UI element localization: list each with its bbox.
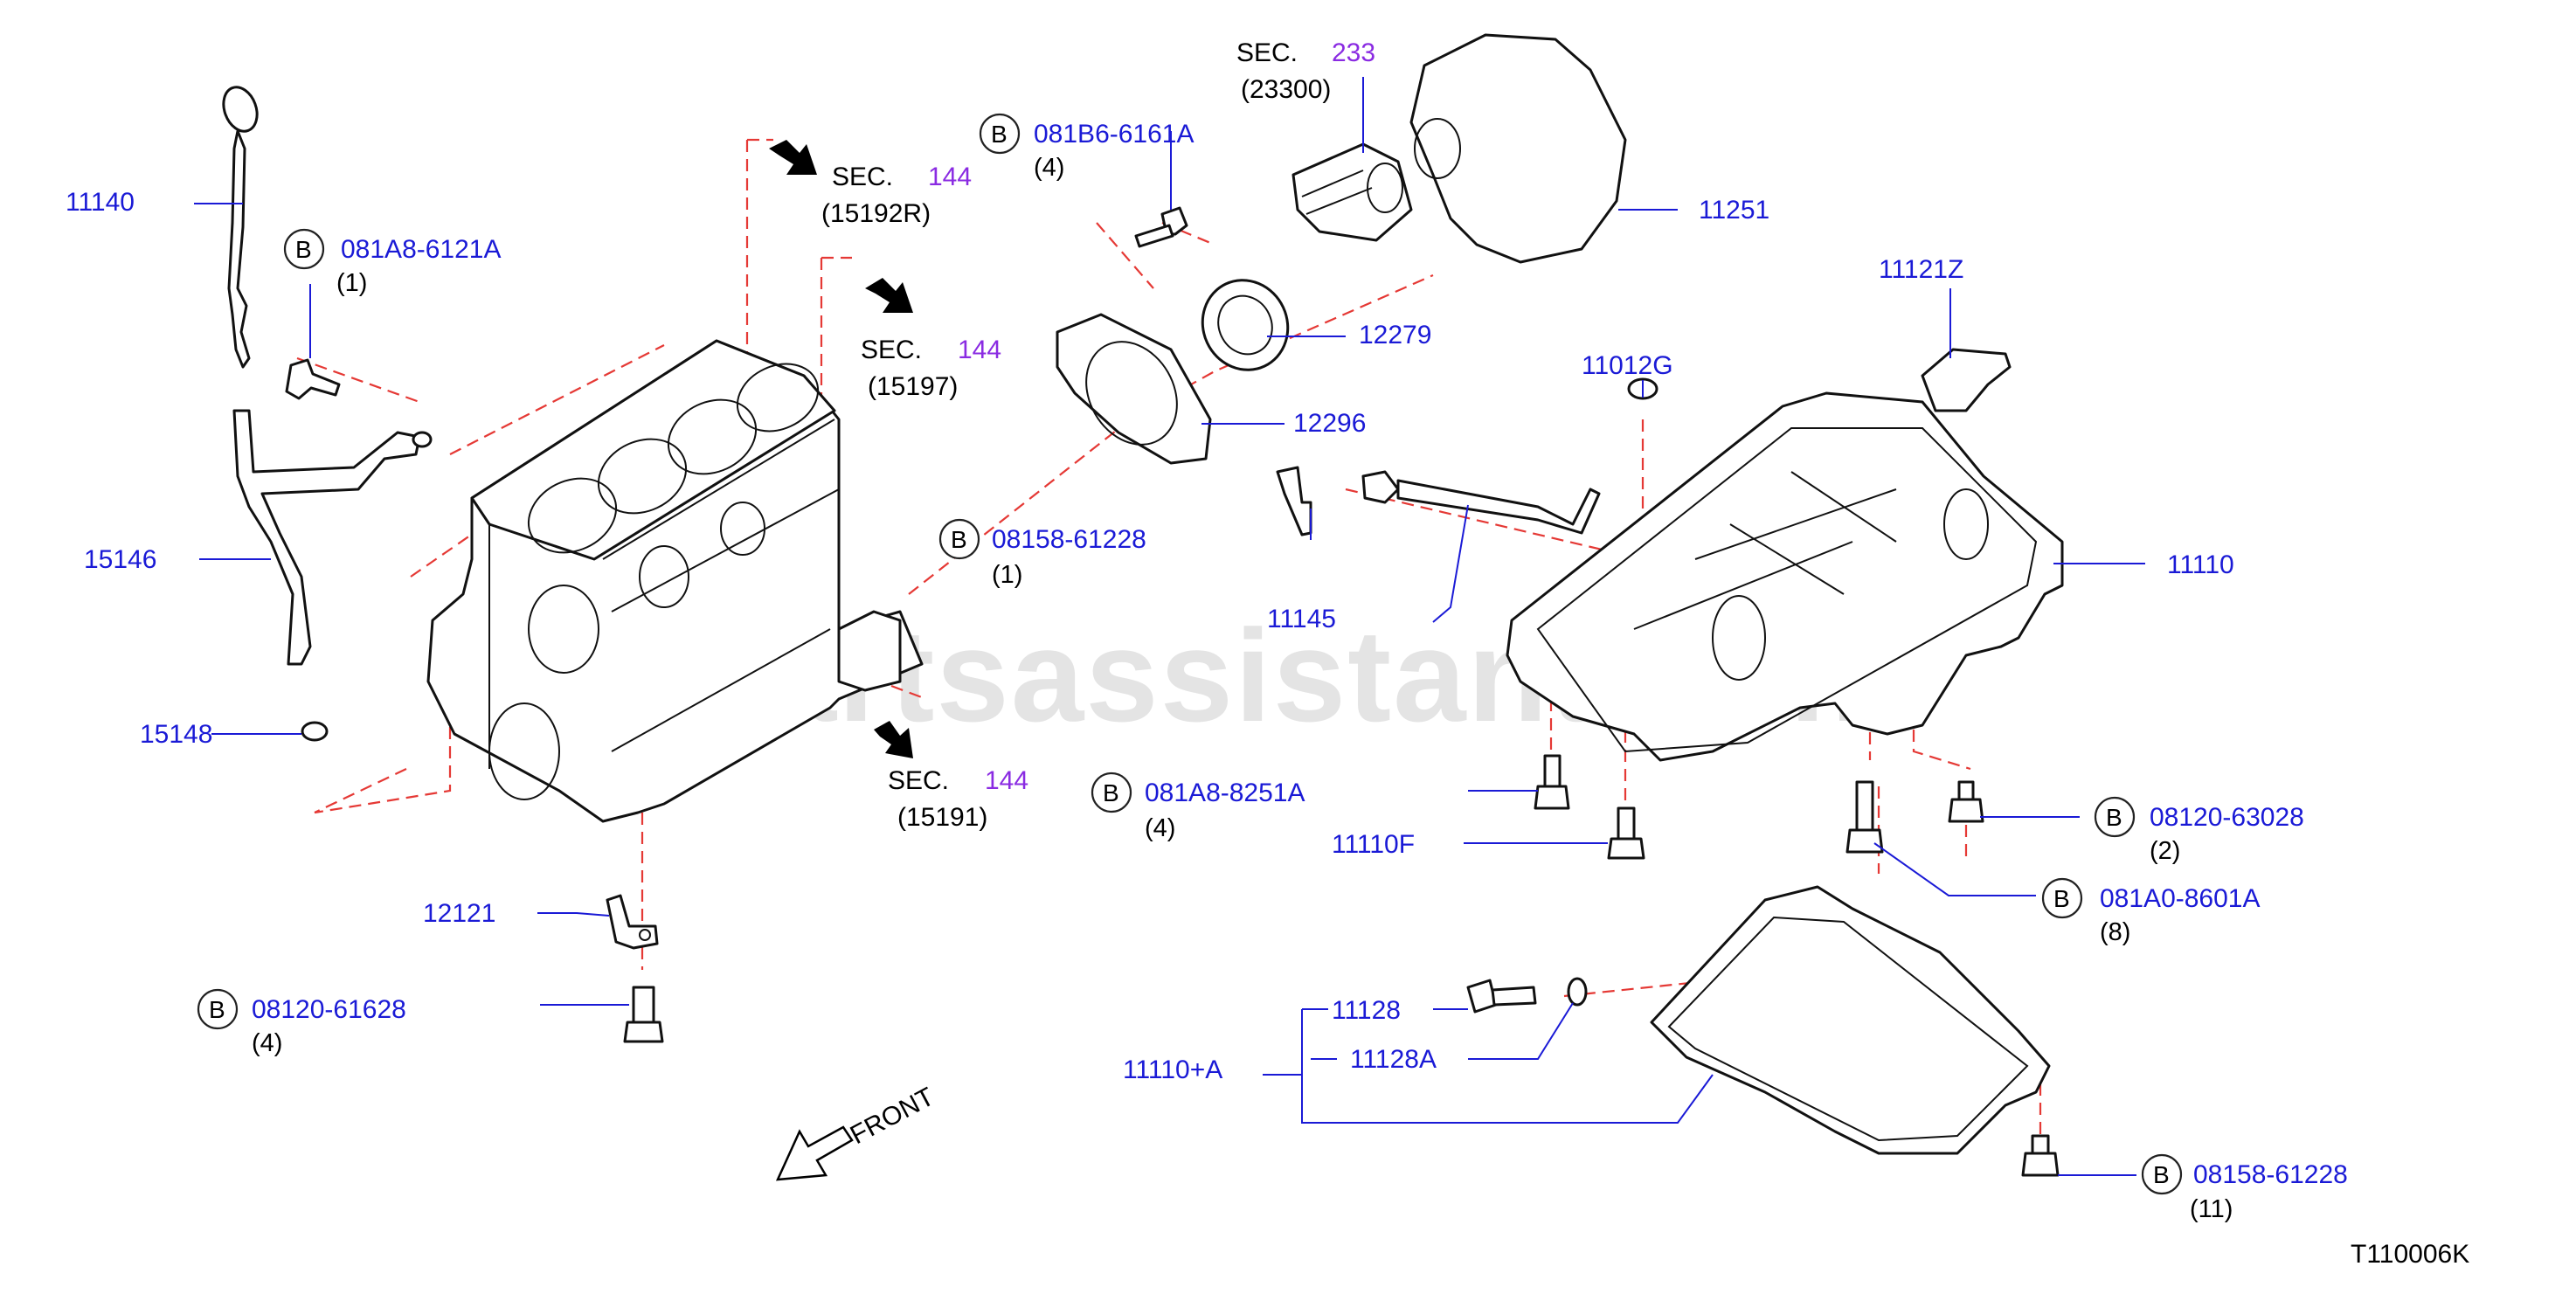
bolt-081A8-8251A: [1534, 754, 1570, 810]
label-11110[interactable]: 11110: [2167, 550, 2234, 579]
svg-text:B: B: [2106, 804, 2122, 831]
svg-text:(2): (2): [2150, 837, 2180, 865]
bolt-11110F: [1607, 806, 1645, 860]
label-11012G[interactable]: 11012G: [1582, 351, 1673, 380]
svg-text:(4): (4): [1145, 814, 1175, 842]
svg-text:081A8-6121A: 081A8-6121A: [341, 235, 502, 264]
front-label: FRONT: [846, 1083, 939, 1151]
bolt-callout-081B6-6161A[interactable]: B 081B6-6161A (4): [979, 113, 1195, 182]
svg-text:(15192R): (15192R): [821, 199, 931, 228]
svg-text:(11): (11): [2190, 1195, 2233, 1223]
svg-text:081B6-6161A: 081B6-6161A: [1034, 120, 1195, 149]
bolt-081B6-6161A: [1134, 206, 1188, 248]
starter-motor: [1291, 142, 1413, 242]
sec-144-arrow-c: [874, 721, 913, 758]
svg-text:08158-61228: 08158-61228: [2193, 1160, 2348, 1189]
bolt-callout-08120-61628[interactable]: B 08120-61628 (4): [197, 988, 406, 1057]
o-ring-15148: [301, 721, 329, 742]
svg-text:B: B: [991, 121, 1008, 148]
oil-pan-upper-11110: [1506, 391, 2064, 762]
svg-text:SEC.: SEC.: [861, 336, 922, 364]
label-11140[interactable]: 11140: [66, 188, 135, 217]
svg-text:SEC.: SEC.: [1236, 38, 1298, 67]
svg-text:B: B: [209, 996, 225, 1023]
svg-text:144: 144: [958, 336, 1001, 364]
svg-text:B: B: [1103, 779, 1119, 806]
svg-text:B: B: [2153, 1161, 2170, 1188]
bolt-081A0-8601A: [1845, 780, 1884, 854]
svg-text:(1): (1): [336, 269, 367, 297]
svg-text:(15191): (15191): [897, 803, 987, 832]
guide-tube-15146: [232, 409, 433, 666]
svg-text:144: 144: [985, 766, 1028, 795]
bolt-08158-61228-pan: [2021, 1134, 2060, 1177]
svg-text:(15197): (15197): [868, 372, 958, 401]
svg-text:08120-63028: 08120-63028: [2150, 803, 2304, 832]
svg-text:(23300): (23300): [1241, 75, 1331, 104]
oil-pan-lower: [1650, 885, 2051, 1155]
label-11128A[interactable]: 11128A: [1350, 1045, 1437, 1074]
label-11251[interactable]: 11251: [1699, 196, 1769, 225]
leader-lines: [194, 77, 2145, 1176]
label-11110F[interactable]: 11110F: [1332, 830, 1415, 859]
svg-text:(1): (1): [992, 561, 1022, 589]
svg-text:(8): (8): [2100, 918, 2130, 946]
label-11121Z[interactable]: 11121Z: [1879, 255, 1963, 284]
sec-ref-233[interactable]: SEC. 233 (23300): [1236, 38, 1375, 104]
label-11128[interactable]: 11128: [1332, 996, 1401, 1025]
bolt-08120-61628: [623, 986, 664, 1043]
bolt-callout-08158-61228-a[interactable]: B 08158-61228 (1): [938, 518, 1146, 589]
svg-text:08120-61628: 08120-61628: [252, 995, 406, 1024]
sec-ref-144-15191[interactable]: SEC. 144 (15191): [888, 766, 1028, 832]
bolt-callout-081A8-6121A[interactable]: B 081A8-6121A (1): [283, 228, 502, 297]
front-arrow: [775, 1125, 854, 1181]
part-11121Z: [1921, 348, 2012, 412]
diagram-code: T110006K: [2351, 1240, 2469, 1269]
bracket-12121: [606, 894, 659, 950]
bolt-callout-08120-63028[interactable]: B 08120-63028 (2): [2094, 796, 2304, 865]
seal-retainer-12296: [1056, 313, 1212, 465]
svg-text:SEC.: SEC.: [832, 163, 893, 191]
sec-144-arrow-b: [865, 278, 913, 313]
drain-plug-11128: [1466, 979, 1537, 1014]
label-12296[interactable]: 12296: [1293, 409, 1366, 438]
svg-text:08158-61228: 08158-61228: [992, 525, 1146, 554]
svg-text:081A0-8601A: 081A0-8601A: [2100, 884, 2261, 913]
washer-11128A: [1567, 977, 1588, 1007]
label-11110A[interactable]: 11110+A: [1123, 1055, 1222, 1084]
svg-text:B: B: [2053, 885, 2070, 912]
svg-text:(4): (4): [252, 1029, 282, 1057]
cylinder-block: [426, 339, 924, 823]
label-15148[interactable]: 15148: [140, 720, 212, 749]
bolt-callout-081A8-8251A[interactable]: B 081A8-8251A (4): [1091, 772, 1305, 842]
svg-text:144: 144: [928, 163, 972, 191]
label-12279[interactable]: 12279: [1359, 321, 1431, 349]
svg-text:SEC.: SEC.: [888, 766, 949, 795]
svg-text:B: B: [951, 526, 967, 553]
sec-144-arrow-a: [769, 140, 817, 175]
bolt-08120-63028: [1948, 780, 1984, 823]
seal-12279: [1201, 279, 1290, 371]
label-11145[interactable]: 11145: [1267, 605, 1336, 633]
bolt-081A8-6121A: [285, 358, 341, 400]
sec-ref-144-15197[interactable]: SEC. 144 (15197): [861, 336, 1001, 401]
svg-text:233: 233: [1332, 38, 1375, 67]
dipstick-11140: [222, 86, 259, 369]
rear-plate-11251: [1409, 33, 1627, 264]
svg-text:081A8-8251A: 081A8-8251A: [1145, 779, 1305, 807]
bolt-08158-61228-block: [1276, 466, 1312, 536]
sec-ref-144-15192R[interactable]: SEC. 144 (15192R): [821, 163, 972, 228]
svg-text:B: B: [295, 236, 312, 263]
label-15146[interactable]: 15146: [84, 545, 156, 574]
sensor-11145: [1361, 470, 1601, 535]
svg-text:(4): (4): [1034, 154, 1064, 182]
bolt-callout-08158-61228-b[interactable]: B 08158-61228 (11): [2141, 1153, 2348, 1223]
label-12121[interactable]: 12121: [423, 899, 495, 928]
bolt-callout-081A0-8601A[interactable]: B 081A0-8601A (8): [2041, 877, 2261, 946]
